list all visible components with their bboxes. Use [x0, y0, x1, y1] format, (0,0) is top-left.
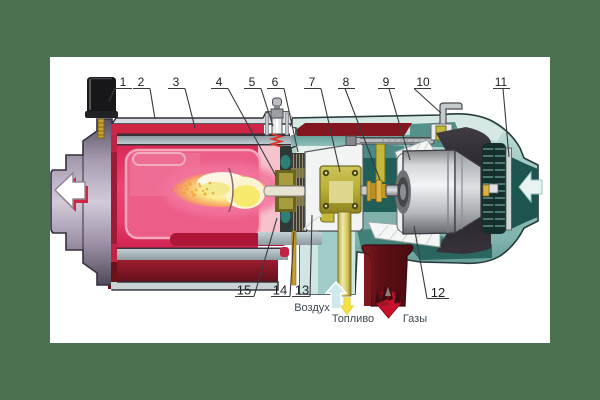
svg-text:6: 6	[272, 75, 279, 89]
svg-text:9: 9	[383, 75, 390, 89]
svg-text:11: 11	[495, 75, 508, 89]
svg-text:14: 14	[273, 283, 287, 298]
svg-text:8: 8	[343, 75, 350, 89]
svg-text:1: 1	[120, 75, 127, 89]
svg-text:4: 4	[216, 75, 223, 89]
svg-text:Газы: Газы	[403, 313, 427, 325]
svg-text:10: 10	[416, 75, 430, 89]
svg-text:3: 3	[173, 75, 180, 89]
svg-text:13: 13	[295, 283, 309, 298]
svg-text:Воздух: Воздух	[294, 302, 330, 314]
svg-text:7: 7	[309, 75, 316, 89]
svg-text:2: 2	[138, 75, 145, 89]
svg-text:12: 12	[431, 285, 445, 300]
svg-text:Топливо: Топливо	[332, 313, 374, 325]
svg-text:15: 15	[237, 283, 251, 298]
svg-text:5: 5	[249, 75, 256, 89]
